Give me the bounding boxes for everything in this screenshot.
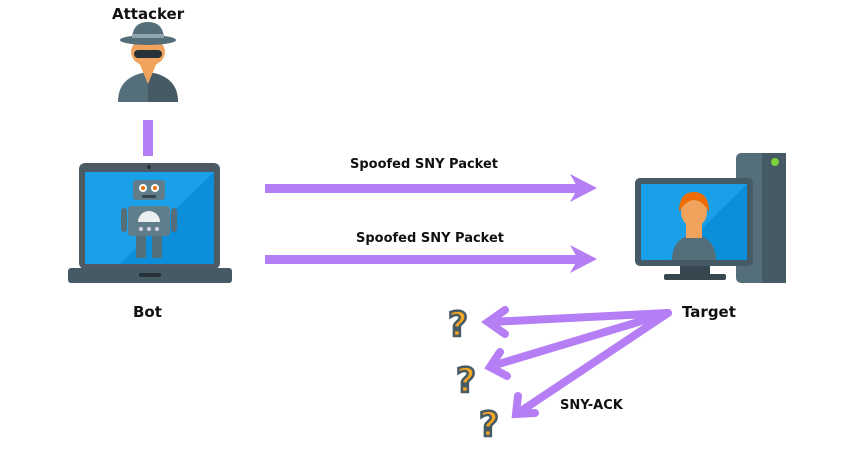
packet-label-1: Spoofed SNY Packet [350,157,499,172]
spy-icon [118,22,178,102]
packet-arrow-1 [265,174,597,202]
packet-arrow-2 [265,245,597,273]
response-arrows [481,306,672,419]
svg-text:?: ? [448,305,468,345]
question-icon: ? [447,304,469,347]
svg-text:?: ? [479,405,499,445]
question-icon: ? [478,404,500,447]
attacker-label: Attacker [112,5,185,23]
target-label: Target [682,303,736,321]
desktop-user-icon [635,153,786,283]
svg-text:?: ? [456,361,476,401]
robot-laptop-icon [68,163,232,283]
attacker-bot-link [143,120,153,156]
bot-label: Bot [133,303,162,321]
packet-label-2: Spoofed SNY Packet [356,231,505,246]
response-label: SNY-ACK [560,398,623,413]
question-icon: ? [455,360,477,403]
